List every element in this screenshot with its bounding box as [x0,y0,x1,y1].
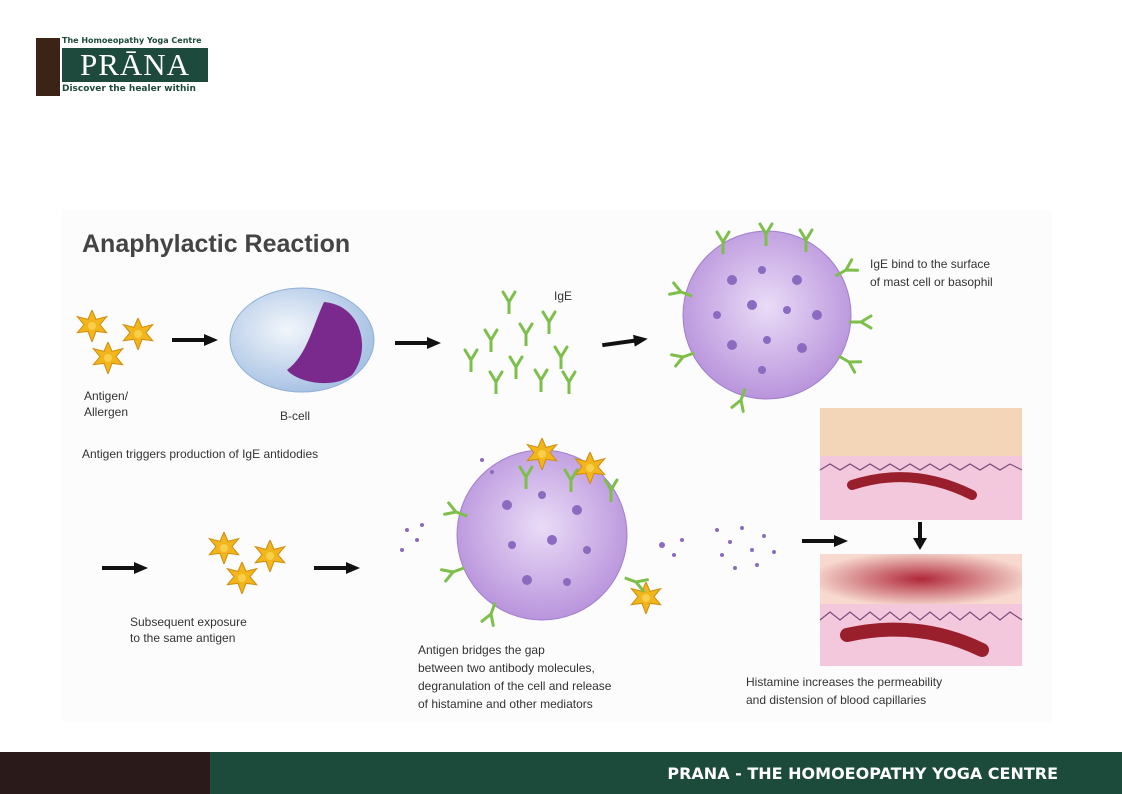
mast-cell-granules-icon [713,266,822,374]
arrow-icon [601,332,649,352]
logo-tagline-bottom: Discover the healer within [62,84,196,94]
degranulating-mast-cell-icon [456,449,628,621]
antigen-star-icon [226,562,258,594]
arrow-icon [314,562,360,574]
b-cell-nucleus-icon [287,302,363,384]
mast-cell-icon [682,230,852,400]
arrow-icon [172,334,218,346]
antigen-star-icon [208,532,240,564]
released-granules-icon [400,458,776,586]
antigen-star-icon [76,310,108,342]
ige-bind-label-line1: IgE bind to the surface [870,257,990,271]
logo-figure-icon [36,38,60,96]
diagram-panel: Anaphylactic Reaction Antigen/ Allergen … [62,210,1052,722]
exposure-label-line1: Subsequent exposure [130,615,247,629]
footer-bar: PRANA - THE HOMOEOPATHY YOGA CENTRE [210,752,1122,794]
antigen-star-icon [92,342,124,374]
bridges-label-line1: Antigen bridges the gap [418,643,545,657]
prana-logo: The Homoeopathy Yoga Centre PRĀNA Discov… [36,36,216,98]
logo-wordmark: PRĀNA [62,48,208,82]
bridges-label-line3: degranulation of the cell and release [418,679,612,693]
histamine-label-line2: and distension of blood capillaries [746,693,926,707]
normal-capillary-icon [819,408,1023,520]
b-cell-label: B-cell [280,409,310,423]
logo-tagline-top: The Homoeopathy Yoga Centre [62,36,202,45]
footer-dark-block [0,752,210,794]
footer-title: PRANA - THE HOMOEOPATHY YOGA CENTRE [667,764,1058,783]
inflamed-capillary-icon [819,554,1023,666]
antigen-star-icon [122,318,154,350]
diagram-title: Anaphylactic Reaction [82,230,350,258]
bridges-label-line2: between two antibody molecules, [418,661,595,675]
exposure-label-line2: to the same antigen [130,631,235,645]
antigen-label-line2: Allergen [84,405,128,419]
bridges-label-line4: of histamine and other mediators [418,697,593,711]
ige-bind-label-line2: of mast cell or basophil [870,275,993,289]
anaphylaxis-diagram: Anaphylactic Reaction Antigen/ Allergen … [76,222,1023,711]
antigen-label-line1: Antigen/ [84,389,129,403]
histamine-label-line1: Histamine increases the permeability [746,675,942,689]
arrow-icon [102,562,148,574]
down-arrow-head-icon [913,538,927,550]
arrow-icon [395,337,441,349]
ige-antibodies-icon [463,290,577,394]
ige-label: IgE [554,289,572,303]
antigen-star-icon [254,540,286,572]
triggers-caption: Antigen triggers production of IgE antid… [82,447,318,461]
arrow-icon [802,535,848,547]
antigen-star-icon [630,582,662,614]
